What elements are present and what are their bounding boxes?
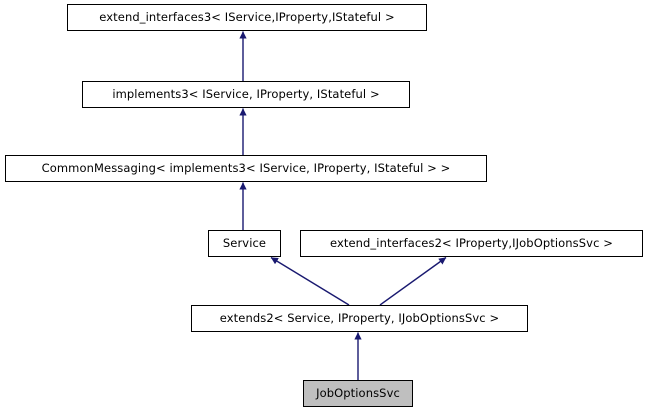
node-commonmessaging[interactable]: CommonMessaging< implements3< IService, …: [5, 155, 487, 182]
node-label: extend_interfaces3< IService,IProperty,I…: [99, 9, 395, 24]
node-implements3[interactable]: implements3< IService, IProperty, IState…: [82, 81, 410, 108]
node-label: extend_interfaces2< IProperty,IJobOption…: [329, 235, 613, 250]
edge-extends2-to-extend-interfaces2: [379, 256, 447, 306]
node-joboptionssvc[interactable]: JobOptionsSvc: [303, 380, 413, 407]
node-extends2[interactable]: extends2< Service, IProperty, IJobOption…: [191, 305, 528, 332]
node-label: extends2< Service, IProperty, IJobOption…: [219, 310, 500, 325]
edge-extends2-to-service: [270, 256, 350, 306]
node-service[interactable]: Service: [208, 230, 281, 257]
node-label: Service: [222, 235, 267, 250]
node-label: JobOptionsSvc: [316, 385, 400, 400]
node-label: implements3< IService, IProperty, IState…: [112, 86, 380, 101]
node-extend-interfaces2[interactable]: extend_interfaces2< IProperty,IJobOption…: [300, 230, 643, 257]
node-label: CommonMessaging< implements3< IService, …: [41, 160, 451, 175]
node-extend-interfaces3[interactable]: extend_interfaces3< IService,IProperty,I…: [67, 4, 427, 31]
